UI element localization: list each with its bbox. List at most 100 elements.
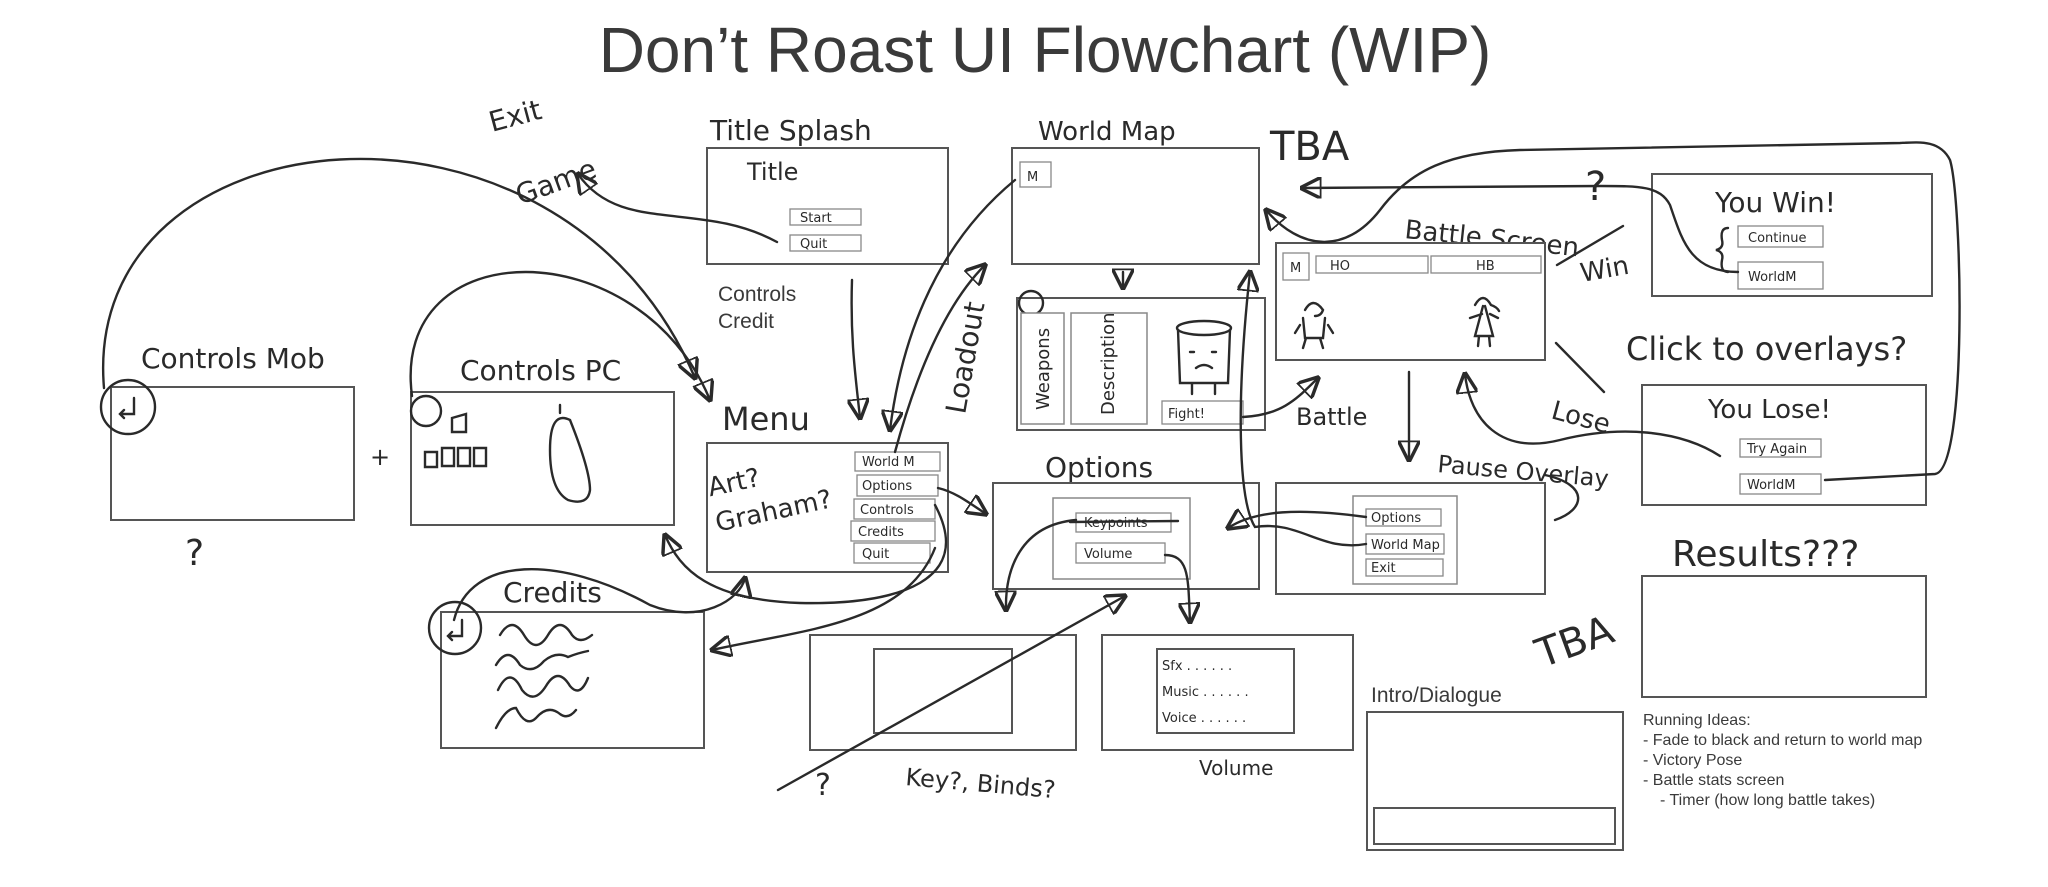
menu-options-button[interactable] bbox=[856, 474, 939, 497]
question-left: ? bbox=[185, 533, 204, 574]
fight-button-label: Fight! bbox=[1168, 407, 1205, 422]
back-icon[interactable] bbox=[427, 600, 483, 656]
controls-pc-label: Controls PC bbox=[460, 354, 621, 387]
start-button-label: Start bbox=[800, 211, 832, 226]
voice-slider[interactable]: Voice . . . . . . bbox=[1162, 711, 1246, 726]
lose-world-map-button[interactable] bbox=[1739, 473, 1822, 495]
game-label: Game bbox=[511, 152, 601, 212]
loadout-screen: Weapons Description Fight! bbox=[1016, 289, 1266, 431]
tba-bottom: TBA bbox=[1529, 607, 1621, 678]
results-frame bbox=[1641, 575, 1927, 698]
health-bar-player bbox=[1315, 255, 1429, 274]
start-button[interactable] bbox=[789, 208, 862, 226]
world-map-label: World Map bbox=[1038, 117, 1176, 147]
return-arrow-icon bbox=[446, 618, 464, 642]
keybinds-panel bbox=[873, 648, 1013, 734]
pause-world-map-label: World Map bbox=[1371, 538, 1440, 553]
weapons-panel[interactable] bbox=[1020, 312, 1065, 425]
question-bottom: ? bbox=[815, 768, 831, 803]
menu-quit-button[interactable] bbox=[853, 542, 931, 564]
arrow-fight-to-battle bbox=[1241, 378, 1318, 419]
idea-item: - Timer (how long battle takes) bbox=[1660, 792, 1875, 809]
mouse-icon bbox=[548, 403, 592, 503]
continue-button[interactable] bbox=[1737, 225, 1824, 248]
dialogue-textbox bbox=[1373, 807, 1616, 845]
enemy-sprite-icon bbox=[1468, 296, 1501, 348]
volume-button-label: Volume bbox=[1084, 547, 1132, 562]
quit-button[interactable] bbox=[789, 234, 862, 252]
arrow-pause-to-options bbox=[1228, 512, 1368, 528]
idea-item: - Battle stats screen bbox=[1643, 772, 1784, 789]
menu-label: Menu bbox=[722, 400, 810, 438]
arrow-world-map-to-menu bbox=[890, 178, 1017, 430]
back-icon[interactable] bbox=[409, 394, 443, 428]
try-again-button[interactable] bbox=[1739, 438, 1822, 458]
arrow-keypoints-to-keybinds bbox=[1006, 518, 1078, 610]
pause-exit-label: Exit bbox=[1371, 561, 1396, 576]
arrow-controls-to-controls-pc bbox=[665, 503, 948, 605]
arrow-credits-to-menu bbox=[452, 567, 745, 622]
arrow-quit-to-exit bbox=[578, 174, 779, 244]
menu-quit-label: Quit bbox=[862, 547, 889, 562]
map-menu-button-label: M bbox=[1027, 170, 1038, 185]
sfx-slider[interactable]: Sfx . . . . . . bbox=[1162, 659, 1232, 674]
options-label: Options bbox=[1045, 451, 1153, 484]
brace-icon bbox=[1715, 226, 1730, 274]
music-slider[interactable]: Music . . . . . . bbox=[1162, 685, 1249, 700]
arrow-title-to-menu bbox=[852, 278, 860, 418]
map-menu-button[interactable] bbox=[1019, 161, 1052, 188]
win-label: Win bbox=[1578, 251, 1631, 289]
pause-options-label: Options bbox=[1371, 511, 1421, 526]
results-label: Results??? bbox=[1672, 534, 1859, 575]
arrow-try-again-to-battle bbox=[1465, 374, 1722, 458]
arrow-volume-to-volume-screen bbox=[1163, 553, 1190, 622]
description-label: Description bbox=[1098, 312, 1119, 415]
description-panel bbox=[1070, 312, 1148, 425]
menu-controls-label: Controls bbox=[860, 503, 914, 518]
battle-menu-label: M bbox=[1290, 261, 1301, 276]
click-overlays-note: Click to overlays? bbox=[1626, 330, 1907, 368]
arrow-menu-to-options bbox=[936, 486, 986, 514]
menu-credits-label: Credits bbox=[858, 525, 904, 540]
fight-button[interactable] bbox=[1161, 400, 1244, 425]
strikethrough bbox=[1068, 519, 1180, 524]
keyboard-keys-icon bbox=[423, 412, 488, 469]
you-lose-heading: You Lose! bbox=[1707, 395, 1831, 425]
win-world-map-button[interactable] bbox=[1737, 261, 1824, 290]
back-icon[interactable] bbox=[99, 378, 157, 436]
arrow-menu-to-credits bbox=[712, 546, 937, 650]
arrow-menu-to-world-map bbox=[893, 265, 985, 454]
menu-world-map-label: World M bbox=[862, 455, 915, 470]
running-ideas: Running Ideas: - Fade to black and retur… bbox=[1643, 712, 1922, 809]
menu-credits-button[interactable] bbox=[850, 520, 936, 542]
volume-button[interactable] bbox=[1075, 542, 1166, 564]
battle-screen: Battle Screen M HO HB bbox=[1275, 215, 1580, 361]
keybinds-strike-line bbox=[776, 596, 1125, 792]
running-ideas-heading: Running Ideas: bbox=[1643, 712, 1751, 729]
controls-note: Controls bbox=[718, 283, 796, 306]
arrow-lose-to-world-map bbox=[1266, 141, 1961, 482]
intro-dialogue-label: Intro/Dialogue bbox=[1371, 684, 1502, 707]
menu-controls-button[interactable] bbox=[853, 498, 936, 520]
health-bar-player-label: HO bbox=[1330, 259, 1350, 274]
you-win-heading: You Win! bbox=[1714, 186, 1836, 219]
menu-world-map-button[interactable] bbox=[854, 451, 941, 472]
player-sprite-icon bbox=[1293, 301, 1335, 350]
idea-item: - Fade to black and return to world map bbox=[1643, 732, 1922, 749]
quit-button-label: Quit bbox=[800, 237, 827, 252]
keypoints-label: Keypoints bbox=[1084, 516, 1148, 531]
weapons-label: Weapons bbox=[1033, 328, 1054, 410]
exit-label: Exit bbox=[485, 93, 545, 139]
battle-menu-button[interactable] bbox=[1282, 252, 1310, 281]
character-face-icon bbox=[1175, 319, 1233, 396]
pause-exit-button[interactable] bbox=[1365, 558, 1444, 577]
health-bar-enemy bbox=[1430, 255, 1542, 274]
controls-pc-frame bbox=[410, 391, 675, 526]
return-arrow-icon bbox=[118, 396, 136, 420]
title-splash-label: Title Splash bbox=[709, 114, 872, 147]
arrow-controls-mob-to-menu bbox=[101, 157, 695, 390]
credits-text-scribble bbox=[494, 623, 594, 730]
idea-item: - Victory Pose bbox=[1643, 752, 1742, 769]
win-world-map-label: WorldM bbox=[1748, 270, 1796, 285]
